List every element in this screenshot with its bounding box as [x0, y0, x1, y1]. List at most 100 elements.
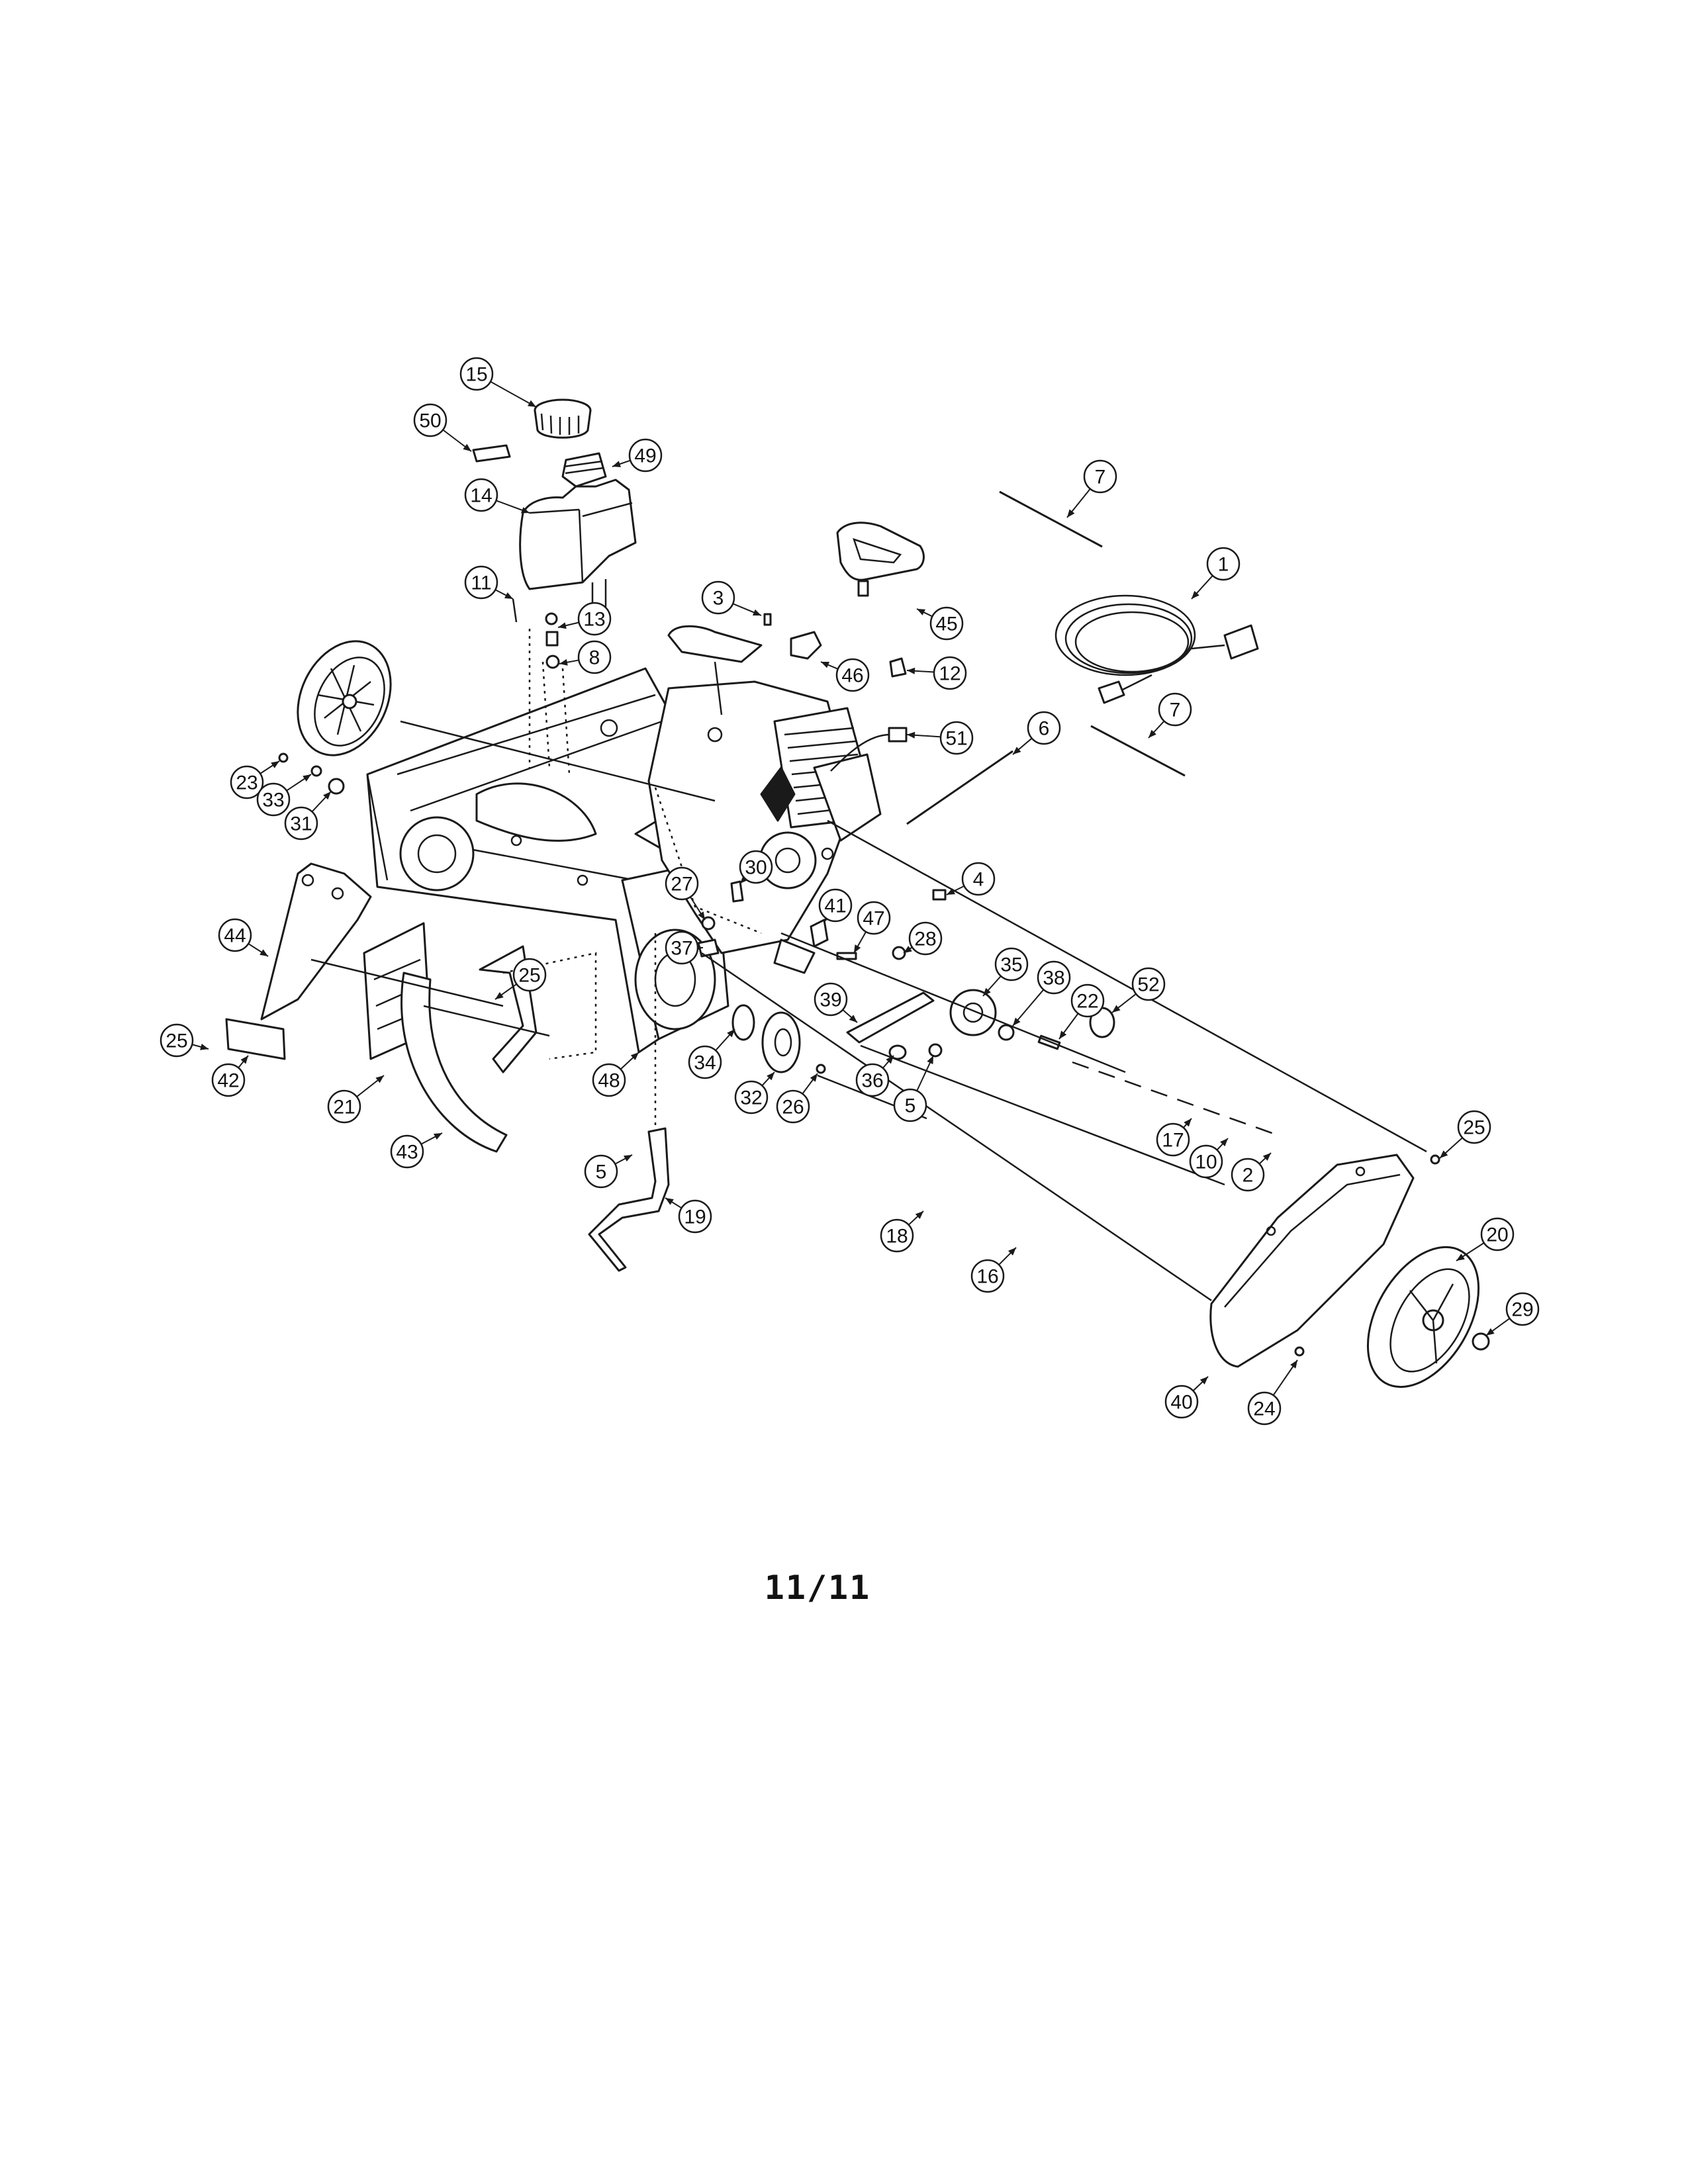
- callout-22-arrowhead: [1059, 1030, 1067, 1039]
- callout-3-arrowhead: [753, 609, 761, 616]
- bolt-47: [836, 952, 857, 960]
- callout-16-circle: [970, 1259, 1005, 1293]
- callout-28-label: 28: [914, 929, 936, 950]
- fuel-cap: [534, 398, 592, 439]
- bolt-3: [763, 613, 772, 626]
- callout-49-circle: [628, 438, 663, 473]
- wheel-left: [297, 640, 392, 756]
- callout-48-circle: [592, 1063, 626, 1097]
- parts-layer: [225, 398, 1490, 1388]
- idler-pulley: [949, 989, 997, 1036]
- callout-11-circle: [464, 565, 498, 600]
- callout-36-circle: [855, 1063, 890, 1097]
- callout-17: 17: [1156, 1118, 1192, 1157]
- callout-45: 45: [916, 606, 964, 641]
- callout-24-arrowhead: [1290, 1360, 1297, 1369]
- callout-37-label: 37: [671, 938, 692, 960]
- callout-39: 39: [814, 982, 858, 1023]
- callout-5-bottom-circle: [584, 1154, 618, 1189]
- side-plate: [260, 862, 372, 1021]
- callout-33: 33: [256, 774, 312, 817]
- callout-8-label: 8: [589, 647, 600, 669]
- callout-42-label: 42: [217, 1070, 239, 1092]
- callout-36-arrowhead: [886, 1056, 894, 1064]
- callout-31-label: 31: [290, 813, 312, 835]
- callout-4-label: 4: [973, 869, 984, 891]
- callout-25-left: 25: [494, 958, 547, 1000]
- callout-16-arrowhead: [1008, 1248, 1016, 1256]
- callout-48-arrowhead: [630, 1052, 639, 1060]
- callout-18-label: 18: [886, 1226, 908, 1248]
- callout-22-circle: [1070, 983, 1105, 1018]
- callout-11: 11: [464, 565, 514, 600]
- callout-18-circle: [880, 1218, 914, 1253]
- callout-20-arrowhead: [1456, 1253, 1465, 1261]
- callout-5-mid-label: 5: [905, 1095, 916, 1117]
- callout-6-arrowhead: [1013, 747, 1021, 754]
- callout-24-circle: [1247, 1391, 1282, 1426]
- callout-45-circle: [929, 606, 964, 641]
- callout-21-circle: [327, 1089, 361, 1124]
- callout-45-arrowhead: [917, 609, 925, 615]
- callout-2: 2: [1231, 1152, 1272, 1192]
- callout-10: 10: [1189, 1138, 1229, 1179]
- rod: [906, 750, 1013, 825]
- callout-29-arrowhead: [1486, 1328, 1495, 1336]
- callout-39-circle: [814, 982, 848, 1017]
- callout-22: 22: [1058, 983, 1105, 1040]
- callout-21: 21: [327, 1075, 385, 1124]
- callout-7-top: 7: [1066, 459, 1117, 518]
- callout-23-label: 23: [236, 772, 258, 794]
- callout-29-label: 29: [1511, 1299, 1533, 1321]
- callout-31-arrowhead: [323, 792, 331, 800]
- callout-34-circle: [688, 1045, 722, 1079]
- callout-47-arrowhead: [854, 944, 861, 953]
- callout-18-arrowhead: [915, 1211, 923, 1219]
- callout-43-label: 43: [396, 1142, 418, 1163]
- callout-47-circle: [857, 901, 891, 935]
- callout-5-bottom-label: 5: [596, 1161, 607, 1183]
- callout-24: 24: [1247, 1359, 1298, 1426]
- callout-26-label: 26: [782, 1097, 804, 1118]
- callout-41: 41: [818, 888, 853, 923]
- callout-30-label: 30: [745, 857, 767, 879]
- callout-43-circle: [390, 1134, 424, 1169]
- primer-bulb: [889, 657, 907, 678]
- callout-33-circle: [256, 782, 291, 817]
- callout-38-circle: [1037, 960, 1071, 995]
- callout-15-circle: [459, 357, 494, 391]
- callout-50-label: 50: [419, 410, 441, 432]
- callout-7-top-arrowhead: [1067, 509, 1075, 518]
- callout-15-label: 15: [465, 364, 487, 386]
- callout-12: 12: [906, 656, 967, 690]
- callout-17-label: 17: [1162, 1130, 1184, 1152]
- callout-38-label: 38: [1043, 968, 1064, 989]
- callout-37: 37: [665, 931, 703, 965]
- callout-52-label: 52: [1137, 974, 1159, 996]
- callout-10-label: 10: [1195, 1152, 1217, 1173]
- bearing-34: [731, 1004, 755, 1041]
- callout-46-circle: [835, 658, 870, 692]
- callout-44-label: 44: [224, 925, 246, 947]
- callout-50-arrowhead: [463, 443, 471, 451]
- callout-34-label: 34: [694, 1052, 716, 1074]
- callout-41-circle: [818, 888, 853, 923]
- callout-49: 49: [612, 438, 663, 473]
- callout-32-circle: [734, 1080, 769, 1115]
- callout-1: 1: [1191, 547, 1241, 600]
- callout-43-arrowhead: [434, 1133, 442, 1140]
- callout-35: 35: [982, 947, 1029, 997]
- belt-dash-line: [1072, 1061, 1278, 1136]
- callout-36: 36: [855, 1055, 894, 1097]
- callout-32-label: 32: [740, 1087, 762, 1109]
- spacer-38: [998, 1024, 1015, 1041]
- callout-25-right-circle: [1457, 1110, 1491, 1144]
- callout-8-circle: [577, 640, 612, 674]
- callout-7-bottom-arrowhead: [1149, 729, 1156, 738]
- callout-5-mid: 5: [893, 1055, 934, 1122]
- callout-2-arrowhead: [1262, 1153, 1271, 1161]
- callout-5-bottom-arrowhead: [624, 1155, 632, 1162]
- callout-38: 38: [1012, 960, 1071, 1026]
- deflector-handle: [836, 522, 925, 597]
